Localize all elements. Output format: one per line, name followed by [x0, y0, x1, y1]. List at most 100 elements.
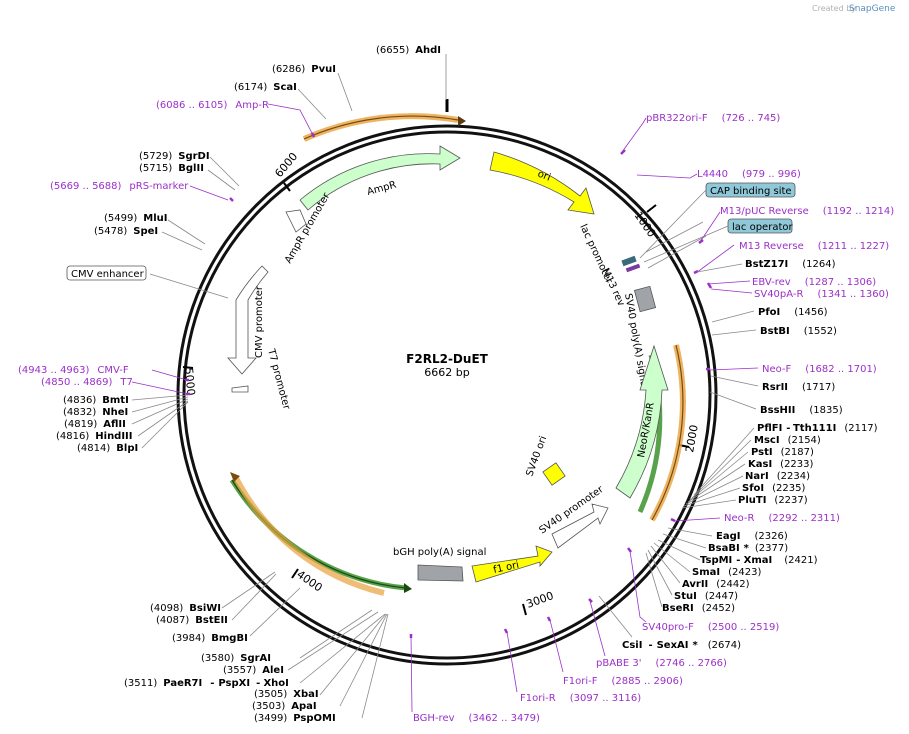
credit-text: Created by: [812, 4, 856, 13]
site-cmv-f: (4943 .. 4963)CMV-F: [18, 365, 129, 376]
cmv-arc-line: [231, 479, 407, 589]
site-bsteii: (4087)BstEII: [156, 615, 228, 626]
m13-rev-label: M13 rev: [599, 267, 626, 308]
f1-ori-feature[interactable]: [471, 545, 553, 583]
site-stui: StuI(2447): [674, 591, 738, 602]
site-ebv-rev: EBV-rev(1287 .. 1306): [752, 277, 876, 288]
ampr-feature[interactable]: [299, 145, 461, 211]
ori-feature[interactable]: [489, 151, 595, 215]
svg-text:CMV enhancer: CMV enhancer: [71, 269, 145, 280]
site-t7: (4850 .. 4869)T7: [41, 377, 133, 388]
ampr-promoter-feature[interactable]: [285, 209, 307, 233]
ampr-label: AmpR: [366, 180, 398, 198]
cmv-promoter-feature[interactable]: [227, 265, 269, 375]
lac-promoter-feature[interactable]: [621, 255, 637, 267]
site-nhei: (4832)NheI: [63, 407, 128, 418]
cmv-enhancer-box: CMV enhancer: [66, 265, 147, 281]
cmv-promoter-label: CMV promoter: [254, 285, 265, 358]
site-sfoi: SfoI(2235): [742, 483, 806, 494]
site-bstbi: BstBI(1552): [760, 326, 837, 337]
site-rsrii: RsrII(1717): [762, 382, 835, 393]
right-labels: pBR322ori-F(726 .. 745) L4440(979 .. 996…: [413, 113, 894, 724]
site-scai: (6174)ScaI: [234, 82, 297, 93]
f1-ori-label: f1 ori: [492, 560, 520, 576]
svg-text:5000: 5000: [182, 367, 197, 396]
cap-leader: [639, 189, 707, 259]
site-bsiwi: (4098)BsiWI: [150, 603, 221, 614]
t7-arc-head: [230, 472, 240, 482]
right-leaders: [410, 117, 759, 713]
snapgene-logo: SnapGene: [849, 4, 896, 14]
site-m13-reverse: M13 Reverse(1211 .. 1227): [739, 241, 889, 252]
svg-text:6000: 6000: [272, 150, 300, 180]
left-leaders: [131, 54, 447, 719]
backbone-outer: [176, 124, 718, 666]
m13-rev-feature[interactable]: [625, 263, 641, 273]
neor-feature[interactable]: [615, 344, 669, 499]
site-csii: CsiI-SexAI*(2674): [622, 640, 741, 651]
site-psti: PstI(2187): [751, 447, 814, 458]
site-kasi: KasI(2233): [748, 459, 814, 470]
site-neo-f: Neo-F(1682 .. 1701): [762, 364, 877, 375]
site-msci: MscI(2154): [754, 435, 821, 446]
bgh-polya-label: bGH poly(A) signal: [393, 547, 486, 558]
site-alei: (3557)AleI: [223, 665, 284, 676]
site-apai: (3503)ApaI: [252, 701, 317, 712]
site-sgrai: (3580)SgrAI: [201, 653, 271, 664]
svg-text:2000: 2000: [683, 424, 701, 454]
site-paer7i: (3511)PaeR7I-PspXI-XhoI: [124, 678, 289, 689]
site-eagi: EagI(2326): [716, 531, 788, 542]
site-blpi: (4814)BlpI: [77, 443, 138, 454]
site-tspmi: TspMI-XmaI(2421): [700, 555, 818, 566]
site-pluti: PluTI(2237): [738, 495, 808, 506]
site-pfoi: PfoI(1456): [758, 307, 828, 318]
sv40-ori-feature[interactable]: [542, 462, 566, 486]
t7-arc-orange: [233, 476, 385, 596]
site-neo-r: Neo-R(2292 .. 2311): [724, 513, 840, 524]
ori-label: ori: [536, 169, 552, 184]
site-bseri: BseRI(2452): [662, 603, 735, 614]
site-pvui: (6286)PvuI: [272, 64, 336, 75]
lac-op-leader: [643, 225, 729, 263]
site-pspomi: (3499)PspOMI: [254, 713, 336, 724]
site-f1ori-f: F1ori-F(2885 .. 2906): [563, 676, 683, 687]
site-pbr322ori-f: pBR322ori-F(726 .. 745): [646, 113, 780, 124]
neo-arc-line: [651, 344, 684, 521]
site-nari: NarI(2234): [745, 471, 810, 482]
site-aflii: (4819)AflII: [64, 419, 126, 430]
site-bgh-rev: BGH-rev(3462 .. 3479): [413, 713, 540, 724]
tick-5000: 5000: [182, 366, 197, 396]
site-bstz17i: BstZ17I(1264): [745, 259, 836, 270]
site-bmti: (4836)BmtI: [63, 395, 129, 406]
site-xbai: (3505)XbaI: [254, 689, 319, 700]
t7-promoter-feature[interactable]: [231, 385, 249, 393]
amp-arc-line: [303, 115, 459, 140]
svg-text:4000: 4000: [294, 568, 324, 595]
bgh-polya-feature[interactable]: [417, 564, 464, 582]
site-l4440: L4440(979 .. 996): [697, 169, 801, 180]
cmv-arc-green: [229, 478, 407, 591]
t7-promoter-label: T7 promoter: [265, 347, 292, 412]
site-avrii: AvrII(2442): [682, 579, 750, 590]
sv40-polya-feature[interactable]: [633, 285, 657, 313]
site-m13-puc-reverse: M13/pUC Reverse(1192 .. 1214): [720, 206, 894, 217]
amp-arc-head: [458, 116, 466, 126]
left-labels: (6655)AhdI (6286)PvuI (6174)ScaI (6086 .…: [18, 45, 441, 724]
site-ahdi: (6655)AhdI: [376, 45, 441, 56]
site-bsshii: BssHII(1835): [760, 405, 843, 416]
plasmid-length: 6662 bp: [424, 366, 469, 379]
site-amp-r: (6086 .. 6105)Amp-R: [156, 100, 269, 111]
tick-3000: 3000: [522, 589, 555, 616]
sv40-promoter-feature[interactable]: [551, 503, 609, 549]
site-mlui: (5499)MluI: [104, 213, 167, 224]
site-bmgbi: (3984)BmgBI: [172, 633, 248, 644]
cmv-arc-head: [404, 583, 412, 593]
svg-text:lac operator: lac operator: [732, 222, 793, 233]
site-prs-marker: (5669 .. 5688)pRS-marker: [50, 181, 189, 192]
plasmid-name: F2RL2-DuET: [406, 352, 488, 366]
site-bglii: (5715)BglII: [139, 163, 204, 174]
site-pbabe3: pBABE 3'(2746 .. 2766): [596, 658, 727, 669]
site-sgrdi: (5729)SgrDI: [139, 151, 210, 162]
site-f1ori-r: F1ori-R(3097 .. 3116): [520, 693, 641, 704]
